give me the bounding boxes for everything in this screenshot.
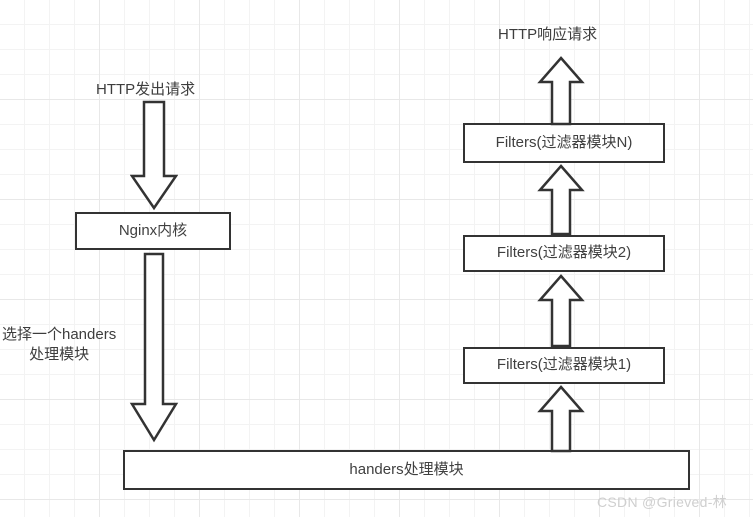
watermark: CSDN @Grieved-林: [597, 494, 727, 510]
label-select-handler: 选择一个handers 处理模块: [2, 325, 116, 366]
arrow-nginx-to-handers-icon: [128, 252, 180, 444]
arrow-filter-n-to-response-icon: [537, 56, 585, 126]
arrow-handers-to-filter-1-icon: [537, 385, 585, 453]
node-nginx-core[interactable]: Nginx内核: [75, 212, 231, 250]
node-handers[interactable]: handers处理模块: [123, 450, 690, 490]
label-select-handler-line2: 处理模块: [29, 346, 90, 364]
label-http-response: HTTP响应请求: [498, 26, 598, 43]
node-filter-1-label: Filters(过滤器模块1): [496, 356, 632, 374]
node-filter-1[interactable]: Filters(过滤器模块1): [463, 347, 665, 384]
node-filter-2[interactable]: Filters(过滤器模块2): [463, 235, 665, 272]
node-filter-n[interactable]: Filters(过滤器模块N): [463, 123, 665, 163]
label-http-request: HTTP发出请求: [96, 81, 196, 98]
arrow-request-to-nginx-icon: [130, 100, 178, 212]
node-handers-label: handers处理模块: [349, 460, 464, 478]
arrow-filter-2-to-n-icon: [537, 164, 585, 236]
node-nginx-core-label: Nginx内核: [118, 221, 188, 239]
node-filter-n-label: Filters(过滤器模块N): [495, 133, 633, 151]
label-select-handler-line1: 选择一个handers: [2, 326, 117, 343]
arrow-filter-1-to-2-icon: [537, 274, 585, 348]
node-filter-2-label: Filters(过滤器模块2): [496, 244, 632, 262]
